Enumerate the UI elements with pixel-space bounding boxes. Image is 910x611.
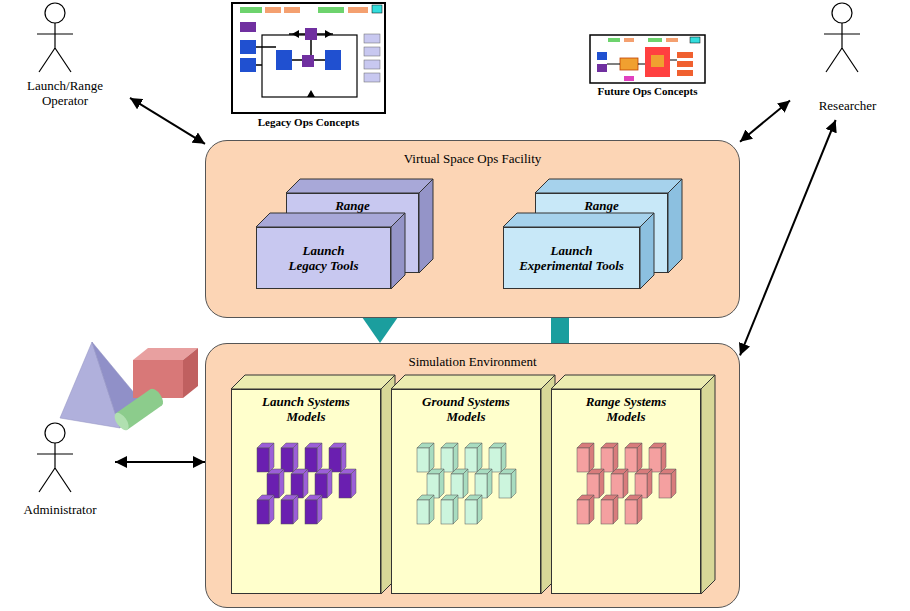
model-box: Range Systems Models bbox=[551, 389, 701, 594]
facility-panel: Virtual Space Ops FacilityRangeLaunch Le… bbox=[205, 140, 740, 318]
actor-label: Administrator bbox=[5, 502, 115, 517]
box-label: Launch Systems Models bbox=[246, 394, 366, 424]
box-label: Ground Systems Models bbox=[406, 394, 526, 424]
box-label: Launch Experimental Tools bbox=[517, 243, 627, 273]
interaction-arrow bbox=[740, 100, 790, 141]
interaction-arrow bbox=[115, 461, 205, 463]
legacy-ops-screen bbox=[232, 3, 385, 113]
actor-figure: Researcher bbox=[790, 0, 905, 120]
interaction-arrow bbox=[740, 120, 836, 355]
model-shapes bbox=[60, 342, 198, 433]
tool-box: Launch Legacy Tools bbox=[256, 227, 391, 289]
model-cluster bbox=[577, 443, 676, 524]
caption-label: Future Ops Concepts bbox=[575, 85, 720, 97]
interaction-arrow bbox=[130, 98, 205, 144]
stick-figure bbox=[0, 0, 130, 75]
box-label: Range bbox=[293, 198, 413, 213]
box-label: Range bbox=[542, 198, 662, 213]
stick-figure bbox=[790, 0, 905, 75]
model-box: Ground Systems Models bbox=[391, 389, 541, 594]
flow-arrow bbox=[551, 315, 569, 343]
caption-label-box: Legacy Ops Concepts bbox=[222, 116, 395, 128]
actor-label: Researcher bbox=[793, 98, 903, 113]
box-label: Launch Legacy Tools bbox=[284, 243, 364, 273]
model-cluster bbox=[417, 443, 516, 524]
actor-figure: Administrator bbox=[5, 420, 115, 525]
actor-label: Launch/Range Operator bbox=[15, 78, 115, 108]
panel-title: Virtual Space Ops Facility bbox=[206, 141, 739, 167]
simulation-panel: Simulation EnvironmentLaunch Systems Mod… bbox=[205, 343, 740, 608]
actor-figure: Launch/Range Operator bbox=[0, 0, 130, 120]
tool-box: Launch Experimental Tools bbox=[503, 227, 640, 289]
model-cluster bbox=[257, 443, 356, 524]
panel-title: Simulation Environment bbox=[206, 344, 739, 370]
box-label: Range Systems Models bbox=[566, 394, 686, 424]
model-box: Launch Systems Models bbox=[231, 389, 381, 594]
caption-label: Legacy Ops Concepts bbox=[222, 116, 395, 128]
caption-label-box: Future Ops Concepts bbox=[575, 85, 720, 97]
stick-figure bbox=[5, 420, 115, 495]
future-ops-screen bbox=[590, 35, 705, 83]
